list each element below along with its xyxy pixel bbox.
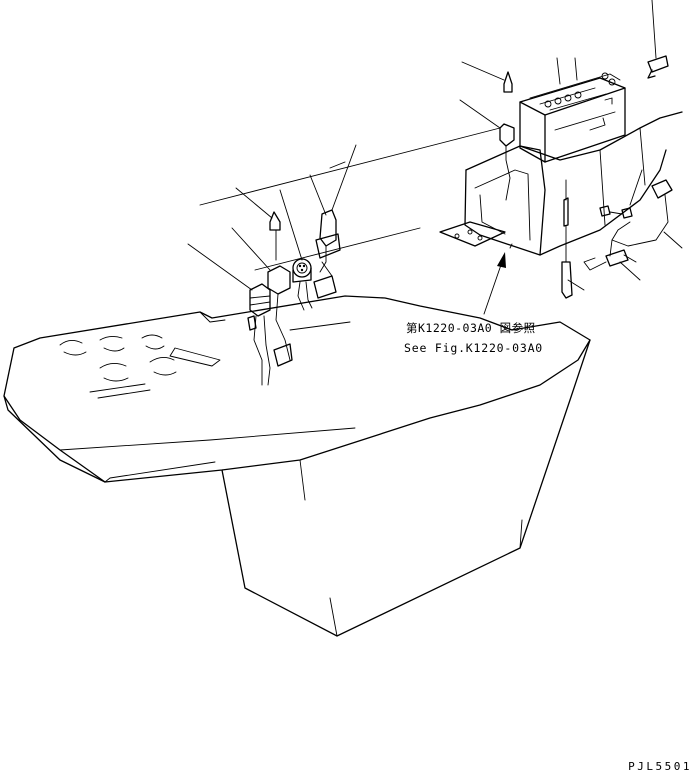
- clip-icon: [499, 71, 515, 201]
- switch-assembly-left: [247, 211, 293, 386]
- antenna-cable: [561, 179, 573, 299]
- wire-harness-right: [583, 179, 673, 271]
- screw-icon: [647, 55, 669, 79]
- rear-console-box: [439, 111, 683, 256]
- drawing-code: PJL5501: [628, 760, 692, 773]
- rail: [199, 127, 501, 206]
- reference-text-jp: 第K1220-03A0 図参照: [406, 321, 536, 335]
- leader-lines: [187, 0, 683, 291]
- reference-text-en: See Fig.K1220-03A0: [404, 341, 543, 355]
- connector-round: [292, 258, 313, 311]
- radio-unit: [519, 72, 626, 163]
- reference-arrow: [483, 252, 506, 315]
- console-body: [3, 295, 591, 637]
- rail-lower: [254, 227, 421, 271]
